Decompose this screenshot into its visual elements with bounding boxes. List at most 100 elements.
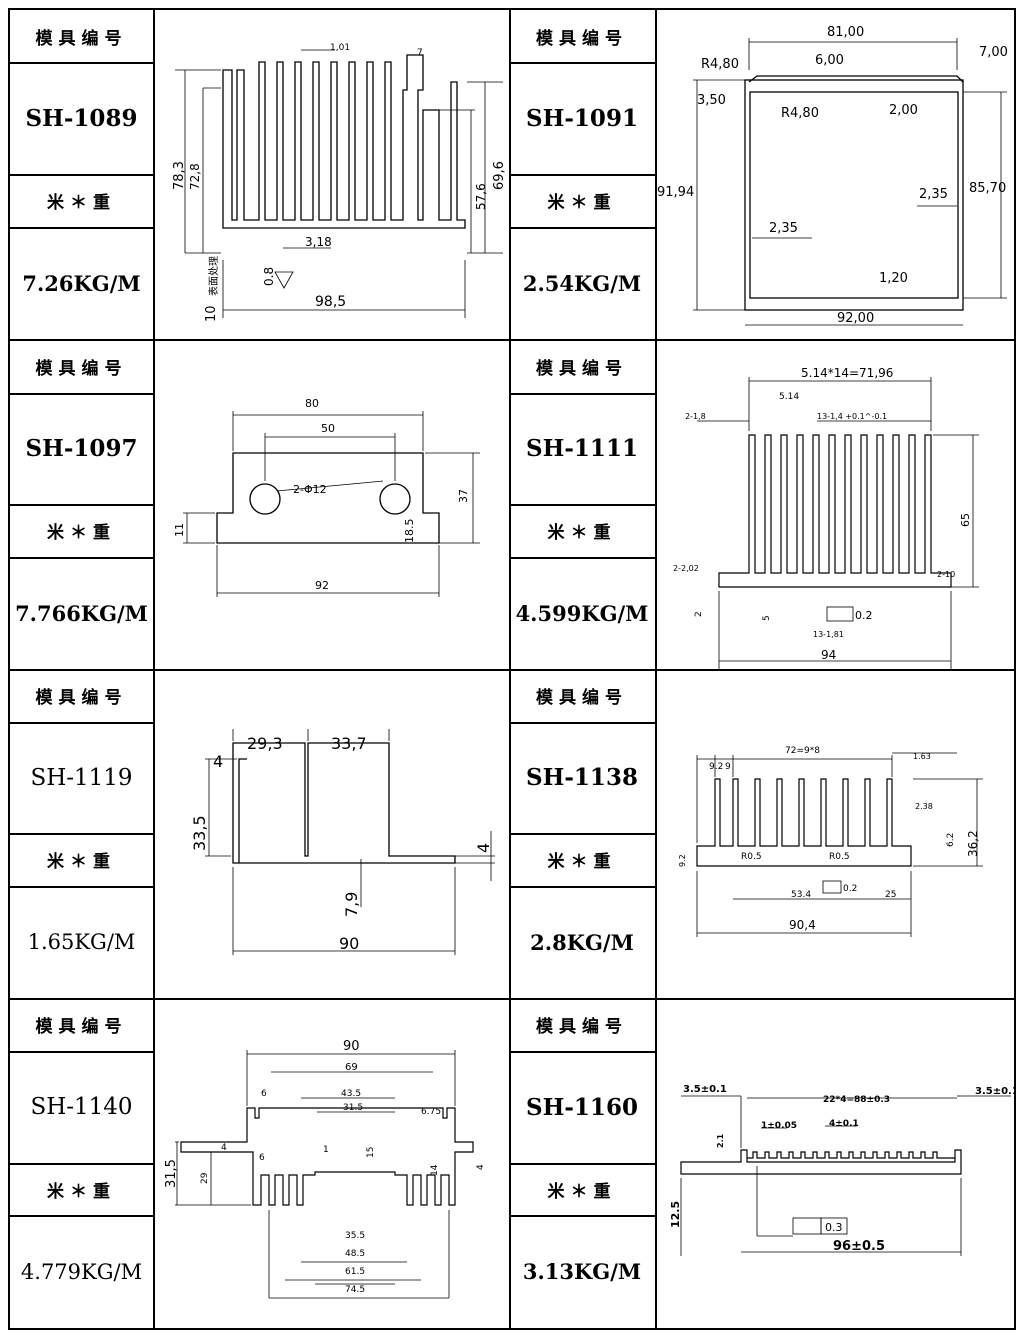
dim-base2: 5 (762, 615, 772, 621)
flatness-icon (792, 1217, 822, 1235)
row-divider (10, 998, 1014, 1000)
dim-r1: R0.5 (741, 852, 762, 862)
dim-pitch: 72=9*8 (785, 746, 820, 756)
dim-h-inner: 85,70 (969, 181, 1006, 196)
dim-height: 12.5 (669, 1201, 682, 1228)
dim-h-mid: 57,6 (474, 183, 488, 210)
profile-drawing-sh1091: 81,00 R4,80 6,00 7,00 3,50 R4,80 2,00 91… (657, 25, 1008, 326)
flatness-icon (826, 606, 854, 622)
dim-gap: 3,18 (305, 235, 332, 249)
dim-span: 53.4 (791, 890, 811, 900)
dim-left-t: 9.2 (678, 854, 687, 867)
dim-edge: 18.5 (403, 519, 416, 544)
model-number: SH-1091 (526, 104, 638, 132)
dim-gap: 13-1,81 (813, 630, 844, 639)
dim-base: 7,9 (342, 892, 361, 917)
dim-fin: 1±0.05 (761, 1121, 797, 1131)
dim-r1: R4,80 (701, 57, 739, 72)
dim-h15: 15 (366, 1147, 376, 1158)
dim-width: 90 (343, 1039, 360, 1054)
profile-drawing-sh1140: 90 69 6 43.5 31.5 6.75 4 1 6 15 14 31,5 … (164, 1039, 486, 1299)
model-number: SH-1089 (25, 104, 138, 132)
weight-label: 米＊重 (547, 1181, 617, 1202)
dim-d4: 4 (221, 1143, 227, 1153)
dim-base: 10 (204, 305, 219, 322)
dim-b745: 74.5 (345, 1285, 365, 1295)
row-divider (10, 669, 1014, 671)
model-number: SH-1111 (526, 435, 638, 462)
weight-label: 米＊重 (47, 1181, 116, 1202)
weight-value: 3.13KG/M (522, 1259, 642, 1284)
dim-edge: 7,00 (979, 45, 1008, 60)
mold-no-label: 模具编号 (35, 1017, 128, 1037)
dim-w2: 33,7 (331, 734, 367, 753)
model-number: SH-1097 (25, 435, 138, 462)
dim-lip: 3,50 (697, 93, 726, 108)
dim-height: 36,2 (966, 830, 980, 857)
dim-wall-r: 2,35 (919, 187, 948, 202)
dim-flatness: 0.2 (855, 609, 873, 622)
profile-drawing-sh1138: 9.2 9 72=9*8 1.63 2.38 6.2 36,2 9.2 R0.5… (678, 746, 983, 937)
weight-value: 4.779KG/M (20, 1259, 143, 1284)
dim-w435: 43.5 (341, 1089, 361, 1099)
dim-foot-r: 2-10 (937, 570, 955, 579)
dim-step: 11 (173, 523, 186, 537)
dim-d6: 6 (259, 1153, 265, 1163)
dim-fin-tip: 7 (417, 48, 423, 58)
dim-h-left: 72,8 (188, 163, 202, 190)
dim-slot: 6,00 (815, 53, 844, 68)
dim-pitch: 50 (321, 422, 335, 435)
dim-h14: 14 (430, 1164, 440, 1176)
dim-width: 98,5 (315, 294, 346, 310)
profile-drawing-sh1111: 5.14*14=71,96 5.14 2-1,8 13-1,4 +0.1^-0.… (673, 366, 979, 669)
model-number: SH-1138 (526, 764, 638, 791)
dim-top: 81,00 (827, 25, 864, 40)
dim-left: 3.5±0.1 (683, 1084, 727, 1095)
profile-drawing-sh1160: 3.5±0.1 3.5±0.1 22*4=88±0.3 1±0.05 4±0.1… (669, 1084, 1014, 1256)
dim-width: 94 (821, 648, 836, 662)
dim-height: 37 (457, 489, 470, 503)
model-number: SH-1160 (526, 1093, 638, 1121)
dim-h: 33,5 (190, 815, 209, 851)
dim-base-note: 表面处理 (207, 256, 220, 296)
weight-label: 米＊重 (47, 523, 116, 543)
dim-p1: 9.2 (709, 762, 723, 772)
profile-drawing-sh1089: 1,01 7 78,3 72,8 57,6 69,6 3,18 98,5 10 … (172, 43, 507, 322)
dim-slot: 4±0.1 (829, 1119, 859, 1129)
weight-label: 米＊重 (47, 193, 116, 213)
mold-no-label: 模具编号 (35, 28, 128, 49)
profile-drawing-sh1097: 80 50 2-Φ12 37 11 18.5 92 (173, 397, 480, 597)
dim-h4: 4 (476, 1164, 486, 1170)
dim-flatness: 0.2 (843, 884, 857, 894)
dim-width: 90,4 (789, 918, 816, 932)
dim-pitch: 22*4=88±0.3 (823, 1095, 890, 1105)
dim-step: 2,00 (889, 103, 918, 118)
dim-wall-l: 2,35 (769, 221, 798, 236)
dim-height: 65 (959, 513, 972, 527)
dim-p2: 9 (725, 762, 731, 772)
dim-inner-fin: 13-1,4 +0.1^-0.1 (817, 412, 887, 421)
roughness-icon (274, 271, 294, 289)
mold-no-label: 模具编号 (536, 1017, 628, 1037)
weight-label: 米＊重 (547, 523, 617, 543)
dim-holes: 2-Φ12 (293, 483, 327, 496)
dim-base-t: 6.2 (946, 833, 956, 847)
dim-bottom-lip: 1,20 (879, 271, 908, 286)
dim-edge: 25 (885, 890, 896, 900)
dim-foot: 2-2,02 (673, 564, 699, 573)
model-number: SH-1140 (30, 1094, 133, 1120)
dim-h-total: 91,94 (657, 185, 694, 200)
mold-no-label: 模具编号 (536, 28, 628, 49)
dim-right: 4 (474, 843, 493, 853)
dim-h: 2.1 (716, 1133, 725, 1148)
dim-width: 96±0.5 (833, 1239, 885, 1254)
weight-label: 米＊重 (547, 193, 617, 213)
dim-h29: 29 (200, 1172, 210, 1184)
dim-width: 92,00 (837, 311, 874, 326)
mold-no-label: 模具编号 (536, 358, 628, 379)
dim-r2: R0.5 (829, 852, 850, 862)
model-number: SH-1119 (30, 764, 133, 791)
dim-pitch-single: 5.14 (779, 392, 799, 402)
dim-w315: 31.5 (343, 1103, 363, 1113)
dim-width: 90 (339, 934, 359, 953)
